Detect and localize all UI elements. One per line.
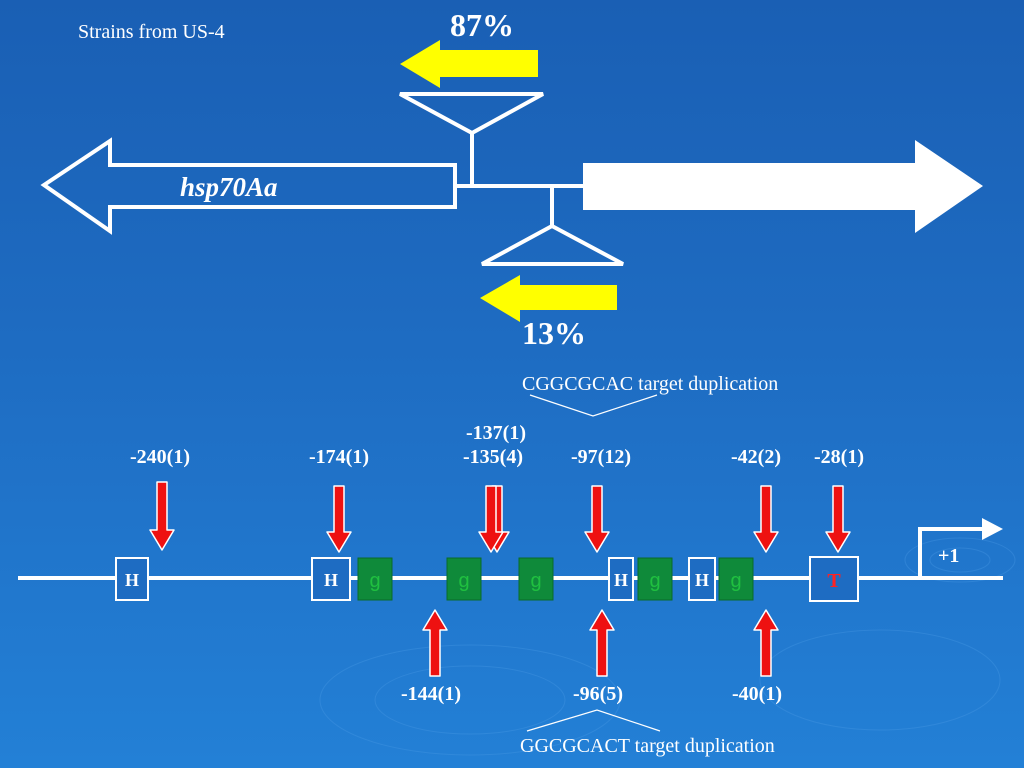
position-label: -96(5) — [573, 683, 623, 705]
upper-insertion-percent: 87% — [450, 7, 514, 43]
position-label: -28(1) — [814, 446, 864, 468]
promoter-element-g1: g — [357, 557, 393, 601]
red-arrow-down — [149, 481, 175, 551]
element-label: g — [369, 570, 380, 592]
promoter-element-h1: H — [115, 557, 149, 601]
red-arrow-up — [422, 609, 448, 677]
promoter-element-h3: H — [608, 557, 634, 601]
position-label: -135(4) — [463, 446, 523, 468]
tss-arrowhead — [982, 518, 1003, 540]
position-label: -97(12) — [571, 446, 631, 468]
element-label: H — [614, 570, 628, 590]
element-label: H — [125, 570, 139, 590]
promoter-element-g4: g — [637, 557, 673, 601]
background-ripples — [319, 537, 1016, 756]
red-arrow-down — [753, 485, 779, 553]
position-label: -40(1) — [732, 683, 782, 705]
element-label: g — [530, 570, 541, 592]
position-label: -144(1) — [401, 683, 461, 705]
strain-label: Strains from US-4 — [78, 21, 225, 43]
bottom-duplication-label: GGCGCACT target duplication — [520, 735, 775, 757]
gene-name: hsp70Aa — [180, 172, 278, 202]
top-duplication-brace — [529, 394, 658, 417]
element-label: T — [827, 570, 841, 592]
red-arrow-down — [584, 485, 610, 553]
promoter-element-h2: H — [311, 557, 351, 601]
red-arrow-up — [753, 609, 779, 677]
promoter-element-g2: g — [446, 557, 482, 601]
element-label: g — [730, 570, 741, 592]
element-label: g — [458, 570, 469, 592]
position-label: -42(2) — [731, 446, 781, 468]
red-arrow-down — [825, 485, 851, 553]
hsp70Aa-arrow — [40, 137, 457, 235]
promoter-element-tata: T — [809, 556, 859, 602]
bottom-duplication-brace — [526, 709, 661, 732]
upper-insertion-triangle — [399, 92, 544, 136]
upper-yellow-arrow — [400, 40, 538, 88]
top-duplication-label: CGGCGCAC target duplication — [522, 373, 778, 395]
element-label: g — [649, 570, 660, 592]
lower-insertion-percent: 13% — [522, 315, 586, 351]
element-label: H — [324, 570, 338, 590]
top-gene-diagram: hsp70Aa 87% 13% — [40, 7, 983, 351]
red-arrow-down — [326, 485, 352, 553]
tss-arrow — [918, 527, 985, 578]
position-label: -240(1) — [130, 446, 190, 468]
promoter-element-g3: g — [518, 557, 554, 601]
promoter-diagram: CGGCGCAC target duplication -240(1) -174… — [18, 373, 1003, 757]
red-arrow-down — [478, 485, 504, 553]
lower-insertion-triangle — [481, 223, 624, 266]
element-label: H — [695, 570, 709, 590]
red-arrow-up — [589, 609, 615, 677]
position-label: -137(1) — [466, 422, 526, 444]
lower-yellow-arrow — [480, 275, 617, 322]
position-label: -174(1) — [309, 446, 369, 468]
promoter-element-g5: g — [718, 557, 754, 601]
promoter-element-h4: H — [688, 557, 716, 601]
adjacent-gene-arrow — [583, 140, 983, 233]
tss-label: +1 — [938, 545, 959, 567]
